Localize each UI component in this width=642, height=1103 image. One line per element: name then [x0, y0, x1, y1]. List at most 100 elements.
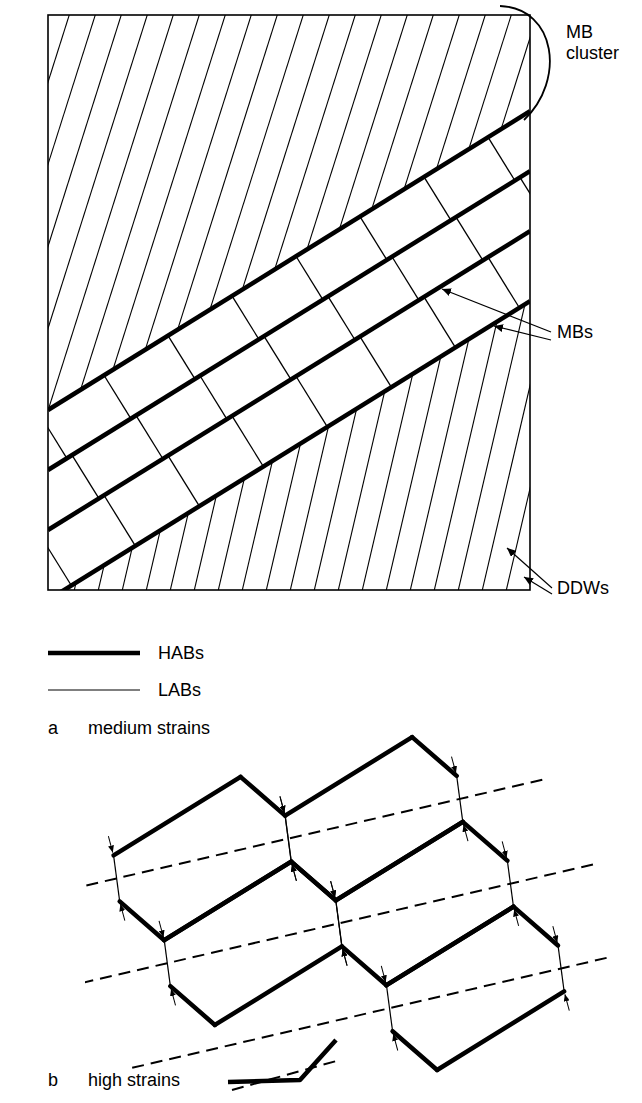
- spacing-arrow: [502, 841, 506, 857]
- leader-arrow: [494, 326, 551, 340]
- leader-arrow: [507, 548, 552, 588]
- lab-cross-link: [48, 535, 71, 586]
- spacing-arrow: [464, 825, 468, 841]
- ddw-line: [432, 15, 530, 590]
- ddw-line: [118, 15, 308, 590]
- ddw-lines: [48, 15, 530, 590]
- hab-segment: [153, 862, 302, 941]
- lab-cross-link: [392, 257, 419, 300]
- network-clip: [85, 687, 607, 1076]
- spacing-arrow: [108, 836, 112, 852]
- part-caption: high strains: [88, 1070, 180, 1091]
- lab-cross-link: [264, 336, 291, 379]
- hab-segment: [375, 907, 524, 986]
- sample-square: [48, 15, 530, 590]
- ddw-line: [274, 15, 464, 590]
- leader-arrow: [524, 577, 552, 594]
- ddw-line: [404, 15, 530, 590]
- hab-segment: [153, 862, 302, 941]
- legend-text: LABs: [158, 680, 201, 701]
- legend-line-sample: [48, 689, 140, 690]
- lab-cross-link: [296, 376, 327, 427]
- ddw-line: [48, 15, 74, 590]
- lab-cross-link: [232, 296, 259, 339]
- lab-cross-link: [328, 296, 355, 339]
- hab-segment: [325, 822, 474, 901]
- spacing-arrow: [343, 949, 347, 965]
- ddw-line: [92, 15, 282, 590]
- hab-segment: [291, 853, 336, 909]
- ddw-line: [48, 15, 204, 590]
- hab-segment: [170, 978, 215, 1034]
- lab-cross-link: [104, 495, 135, 546]
- lab-cross-link: [424, 177, 451, 220]
- medium-strain-structure: [0, 0, 642, 600]
- hab-segment: [426, 991, 575, 1070]
- high-strain-structure: [15, 687, 642, 1103]
- spacing-arrow: [280, 796, 284, 812]
- part-letter: a: [48, 718, 58, 739]
- spacing-arrow: [514, 910, 518, 926]
- ddw-line: [48, 15, 188, 590]
- ddw-line: [48, 15, 116, 590]
- spacing-arrow: [280, 796, 284, 812]
- hab-band-line: [48, 231, 530, 530]
- hab-segment: [241, 768, 286, 824]
- band-label: MBs: [557, 322, 593, 343]
- part-caption: medium strains: [88, 718, 210, 739]
- spacing-arrow: [171, 989, 175, 1005]
- spacing-arrow: [292, 865, 296, 881]
- lab-cross-link: [488, 137, 515, 180]
- hab-band-line: [48, 171, 530, 470]
- spacing-arrow: [120, 904, 124, 920]
- hab-network: [85, 687, 607, 1076]
- lab-segment: [330, 900, 348, 946]
- legend-text: HABs: [158, 643, 204, 664]
- cluster-bracket: [500, 6, 550, 120]
- lab-cross-link: [72, 455, 99, 498]
- hab-band-line: [48, 301, 530, 590]
- ddw-line: [48, 15, 178, 590]
- square-interior: [48, 15, 530, 590]
- ddw-line: [352, 15, 530, 590]
- hab-segment: [342, 938, 387, 994]
- lab-cross-link: [168, 336, 195, 379]
- hab-segment: [291, 853, 336, 909]
- lab-cross-link: [488, 257, 519, 308]
- hab-segment: [228, 1040, 336, 1082]
- legend-samples: [48, 653, 140, 690]
- spacing-arrow: [381, 966, 385, 982]
- ddw-line: [48, 15, 152, 590]
- ddw-line: [248, 15, 438, 590]
- hab-segment: [325, 822, 474, 901]
- hab-segment: [274, 737, 423, 816]
- spacing-arrow: [331, 881, 335, 897]
- spacing-arrow: [159, 921, 163, 937]
- hab-segment: [375, 907, 524, 986]
- lab-cross-link: [104, 375, 131, 418]
- part-letter: b: [48, 1070, 58, 1091]
- lab-segment: [552, 945, 570, 991]
- hab-band-line: [48, 111, 530, 410]
- dashed-reference-line: [132, 931, 607, 1076]
- hab-segment: [412, 729, 457, 785]
- lab-cross-link: [48, 415, 67, 458]
- hab-segment: [102, 777, 251, 856]
- wall-label: DDWs: [557, 578, 609, 599]
- lab-segment: [330, 900, 348, 946]
- lab-cross-link: [456, 217, 483, 260]
- ddw-line: [326, 15, 516, 590]
- ddw-line: [456, 15, 530, 590]
- hab-segment: [120, 893, 165, 949]
- lab-segment: [502, 861, 520, 907]
- ddw-line: [48, 15, 68, 590]
- lab-cross-link: [168, 456, 199, 507]
- ddw-line: [408, 15, 530, 590]
- ddw-line: [480, 15, 530, 590]
- spacing-arrow: [565, 994, 569, 1010]
- lab-cross-link: [200, 376, 227, 419]
- lab-segment: [279, 816, 297, 862]
- hab-segment: [463, 813, 508, 869]
